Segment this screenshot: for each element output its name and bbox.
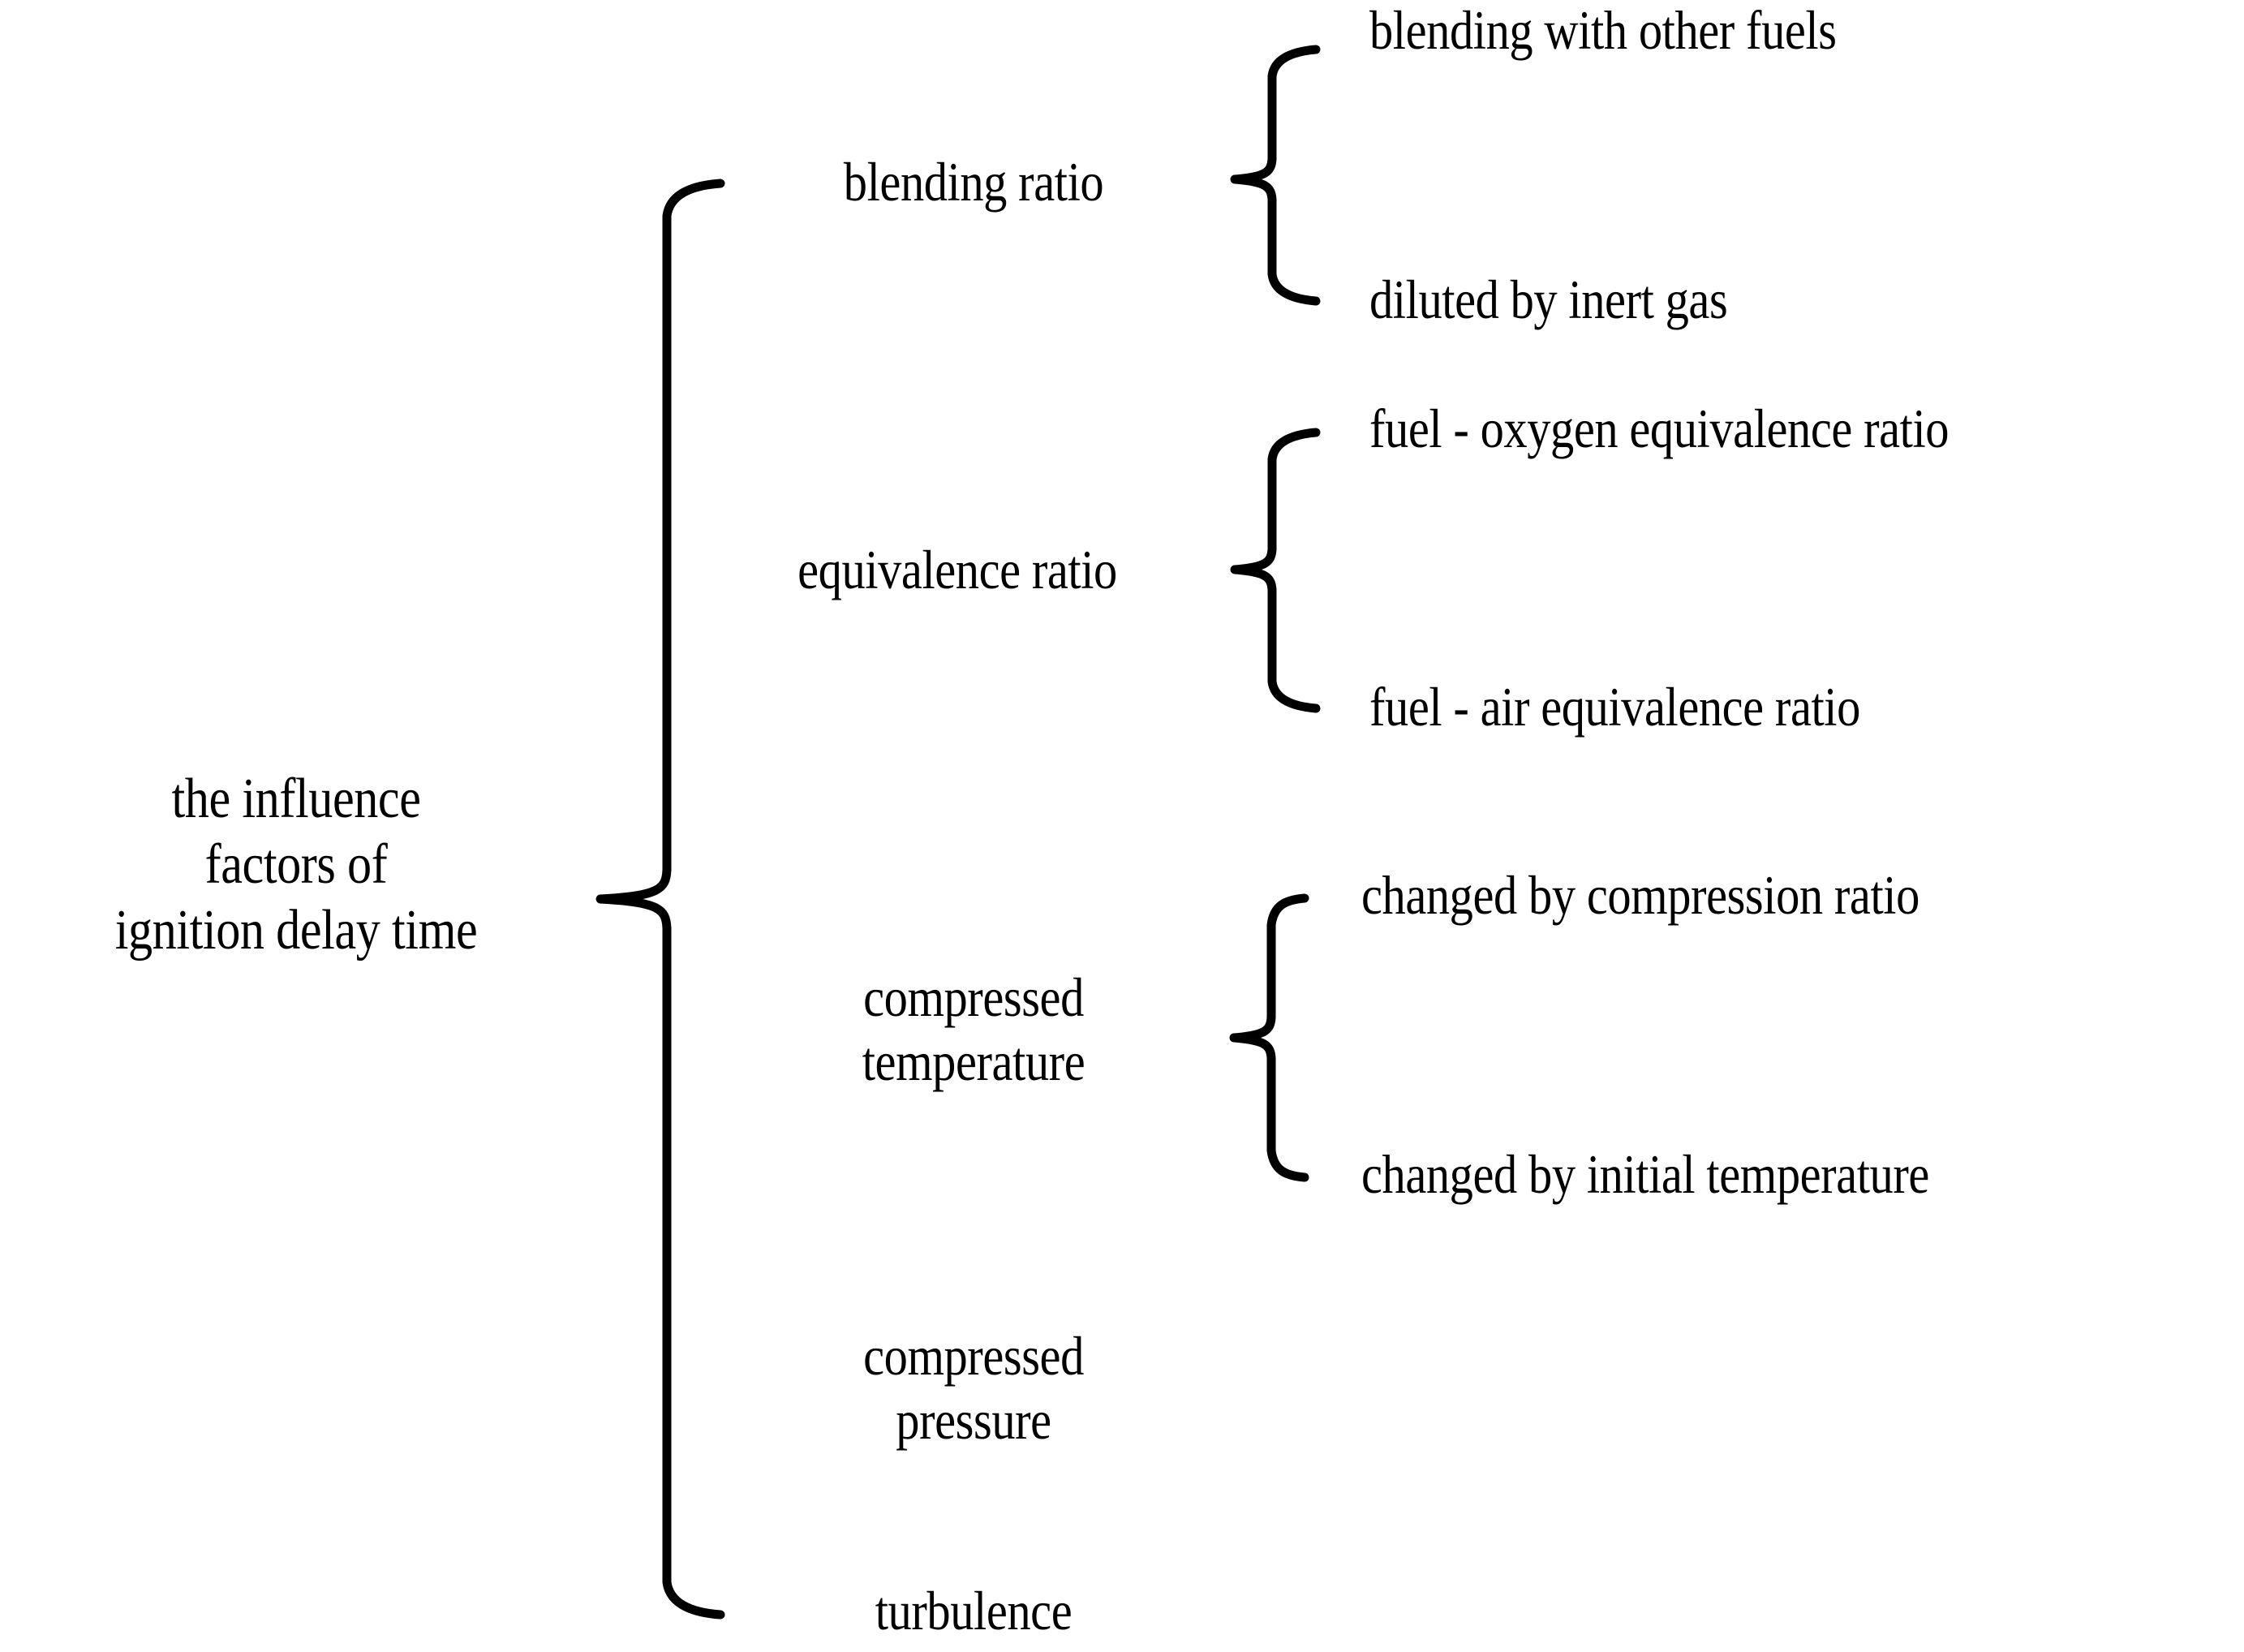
level2-node-fuel-air-equivalence-ratio: fuel - air equivalence ratio <box>1369 676 1860 738</box>
level2-node-changed-by-compression-ratio: changed by compression ratio <box>1361 864 1919 926</box>
sub-brace-compressed-temperature <box>1229 893 1309 1182</box>
level1-node-blending-ratio: blending ratio <box>843 151 1104 213</box>
sub-brace-equivalence-ratio <box>1230 428 1321 713</box>
level2-node-fuel-oxygen-equivalence-ratio: fuel - oxygen equivalence ratio <box>1369 398 1950 459</box>
sub-brace-blending-ratio <box>1230 45 1321 306</box>
level1-node-turbulence: turbulence <box>875 1580 1073 1641</box>
level2-node-changed-by-initial-temperature: changed by initial temperature <box>1361 1143 1929 1205</box>
root-node-label: the influence factors of ignition delay … <box>114 768 478 962</box>
level1-node-compressed-temperature: compressed temperature <box>862 966 1085 1092</box>
level2-node-blending-with-other-fuels: blending with other fuels <box>1369 0 1837 61</box>
level1-node-equivalence-ratio: equivalence ratio <box>797 539 1117 600</box>
level2-node-diluted-by-inert-gas: diluted by inert gas <box>1369 269 1728 330</box>
main-brace <box>595 179 725 1620</box>
level1-node-compressed-pressure: compressed pressure <box>863 1325 1084 1451</box>
